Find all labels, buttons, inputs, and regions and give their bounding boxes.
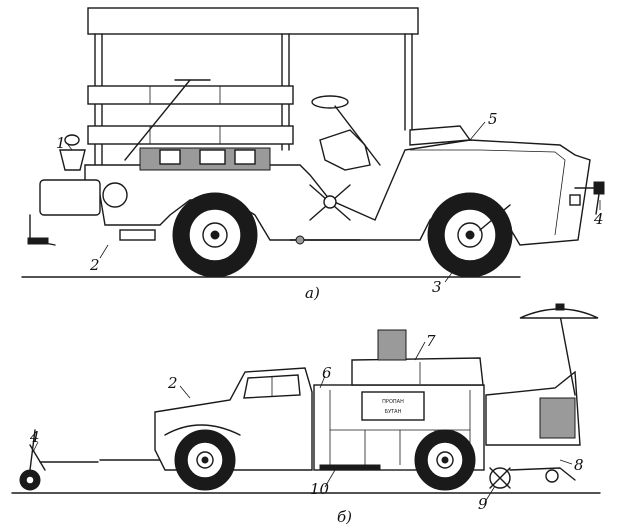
tow-hitch (569, 181, 605, 215)
lamp-post (559, 314, 576, 396)
callout-8: 8 (574, 456, 584, 474)
callout-4-b: 4 (29, 428, 40, 446)
callout-3: 3 (432, 278, 442, 296)
callout-4: 4 (593, 210, 604, 228)
towed-marker (19, 429, 99, 491)
sign-board (361, 391, 425, 421)
caption-b: б) (337, 508, 352, 526)
callout-7: 7 (426, 332, 436, 350)
wheel-rear-b (414, 429, 476, 491)
spray-unit (27, 134, 156, 246)
wheel-rear-a (172, 192, 258, 278)
canopy-roof (87, 7, 419, 35)
rail-lower (87, 125, 294, 145)
callout-10: 10 (310, 480, 330, 498)
callout-5: 5 (488, 110, 498, 128)
steering-wheel (311, 95, 349, 109)
machine-b: ПРОПАН БУТАН (11, 303, 601, 526)
tank-hatch (377, 329, 407, 361)
callout-1: 1 (56, 134, 66, 152)
tank-top (351, 357, 484, 386)
caption-a: а) (305, 284, 320, 302)
rail-upper (87, 85, 294, 105)
callout-2-b: 2 (167, 374, 178, 392)
machine-a: 1 2 3 4 5 а) (21, 7, 605, 302)
seat (319, 129, 371, 171)
wheel-front-b (174, 429, 236, 491)
callout-9: 9 (478, 495, 488, 513)
sign-line-2: БУТАН (385, 409, 402, 415)
sign-line-1: ПРОПАН (382, 399, 404, 405)
wheel-front-a (427, 192, 513, 278)
callout-6: 6 (322, 364, 332, 382)
brace (124, 79, 191, 161)
callout-2: 2 (89, 256, 100, 274)
spray-wheel (489, 467, 576, 489)
center-gear (289, 184, 361, 245)
